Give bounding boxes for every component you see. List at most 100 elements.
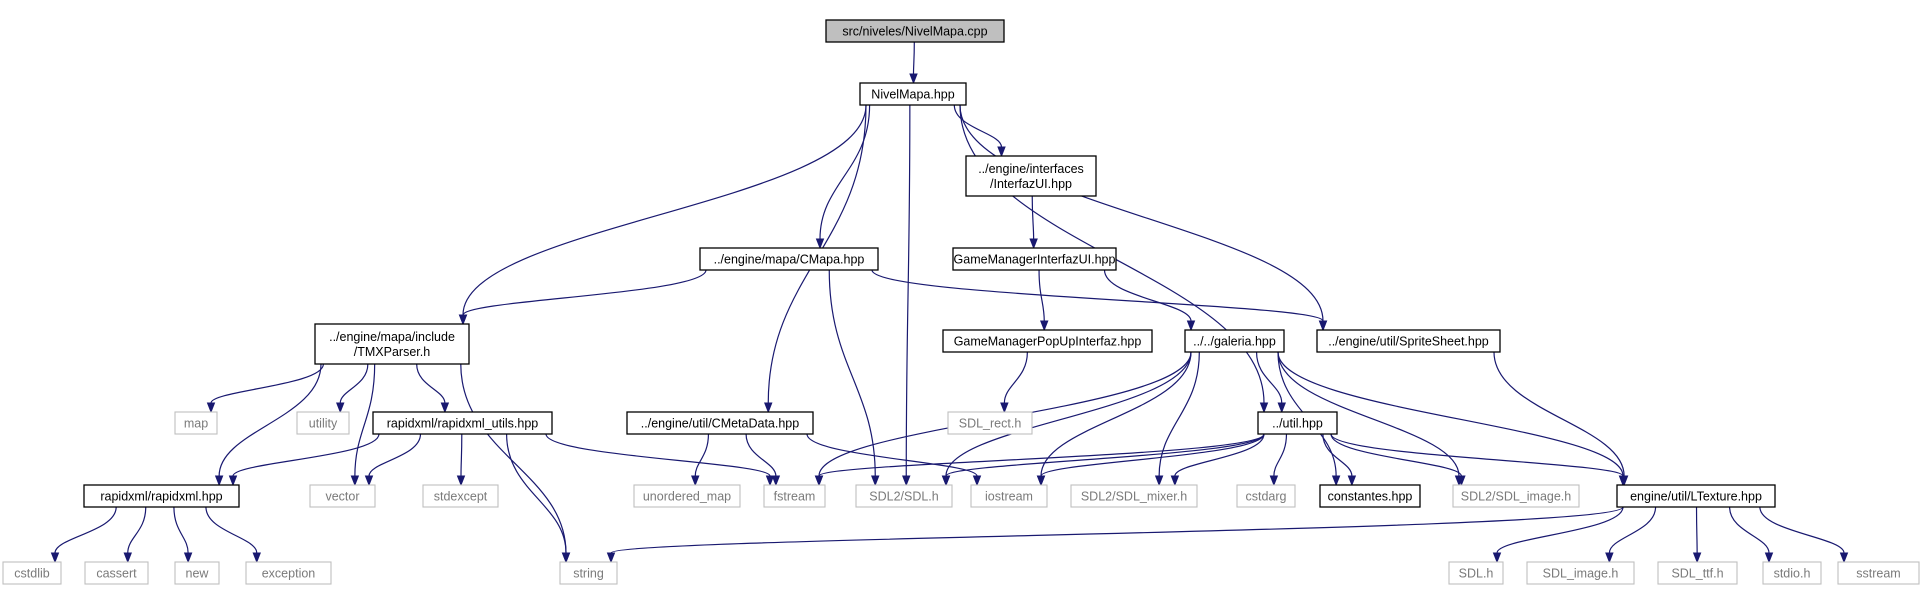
node-label: ../engine/mapa/include — [329, 330, 455, 344]
edge-arrowhead — [815, 238, 825, 250]
node-label: SDL_image.h — [1543, 567, 1619, 581]
edge-arrowhead — [765, 475, 775, 487]
node-sdl-image-h: SDL_image.h — [1526, 561, 1635, 585]
node-sstream: sstream — [1837, 561, 1920, 585]
edge-line — [1038, 269, 1045, 322]
node-label: SDL.h — [1459, 567, 1494, 581]
edge-line — [1174, 433, 1265, 477]
edge-line — [1759, 506, 1845, 554]
node-label: vector — [325, 490, 359, 504]
node-rapidxml[interactable]: rapidxml/rapidxml.hpp — [83, 484, 240, 508]
node-label: fstream — [774, 490, 816, 504]
edge-line — [1103, 269, 1192, 322]
node-cmapa[interactable]: ../engine/mapa/CMapa.hpp — [699, 247, 879, 271]
node-label: GameManagerPopUpInterfaz.hpp — [954, 335, 1142, 349]
node-label: SDL_rect.h — [959, 417, 1022, 431]
node-box — [309, 484, 376, 508]
node-label: cstdlib — [14, 567, 49, 581]
edge-line — [953, 104, 1003, 148]
node-box — [1319, 484, 1421, 508]
edge-rapidxml_utils-to-rapidxml — [228, 433, 380, 487]
edge-arrowhead — [1764, 552, 1774, 564]
node-spritesheet[interactable]: ../engine/util/SpriteSheet.hpp — [1316, 329, 1501, 353]
edge-interfazui-to-gmiui — [1029, 195, 1038, 250]
edge-line — [1608, 506, 1657, 554]
edge-arrowhead — [1259, 402, 1269, 414]
edge-arrowhead — [941, 475, 951, 487]
edge-arrowhead — [350, 475, 360, 487]
node-rapidxml-utils[interactable]: rapidxml/rapidxml_utils.hpp — [372, 411, 553, 435]
edge-line — [1496, 506, 1624, 554]
edge-line — [610, 506, 1624, 554]
node-galeria[interactable]: ../../galeria.hpp — [1184, 329, 1285, 353]
edge-arrowhead — [123, 552, 132, 564]
node-label: cstdarg — [1246, 490, 1287, 504]
edge-arrowhead — [456, 475, 466, 487]
node-label: new — [186, 567, 210, 581]
node-gmpopup[interactable]: GameManagerPopUpInterfaz.hpp — [942, 329, 1153, 353]
node-label: string — [573, 567, 604, 581]
edge-tmxparser-to-rapidxml_utils — [416, 363, 450, 414]
node-tmxparser[interactable]: ../engine/mapa/include/TMXParser.h — [314, 323, 470, 365]
edge-nivelmapa_hpp-to-tmxparser — [458, 104, 867, 326]
edge-line — [1277, 351, 1460, 477]
edge-line — [460, 433, 463, 477]
edge-arrowhead — [1318, 320, 1328, 332]
edge-arrowhead — [1029, 238, 1038, 250]
edge-line — [1273, 433, 1288, 477]
edge-cmetadata-to-unordered_map — [691, 433, 710, 487]
node-label: src/niveles/NivelMapa.cpp — [842, 25, 987, 39]
edge-arrowhead — [871, 475, 880, 487]
node-box — [859, 82, 967, 106]
node-box — [942, 329, 1153, 353]
node-constantes[interactable]: constantes.hpp — [1319, 484, 1421, 508]
edge-rapidxml-to-cstdlib — [50, 506, 117, 564]
edge-util-to-constantes — [1322, 433, 1357, 487]
node-nivelmapa-hpp[interactable]: NivelMapa.hpp — [859, 82, 967, 106]
node-label: ../engine/mapa/CMapa.hpp — [714, 253, 865, 267]
edge-line — [416, 363, 446, 404]
node-box — [855, 484, 953, 508]
edge-line — [1031, 195, 1035, 240]
node-box — [83, 484, 240, 508]
edge-ltexture-to-sdl_ttf — [1692, 506, 1702, 564]
node-root[interactable]: src/niveles/NivelMapa.cpp — [825, 19, 1005, 43]
edge-rapidxml-to-cassert — [123, 506, 147, 564]
edge-rapidxml_utils-to-fstream — [545, 433, 775, 487]
edge-cmapa-to-tmxparser — [458, 269, 707, 326]
node-util[interactable]: ../util.hpp — [1257, 411, 1338, 435]
node-sdl2-mixer: SDL2/SDL_mixer.h — [1070, 484, 1198, 508]
edge-line — [806, 433, 978, 477]
edge-arrowhead — [440, 402, 450, 414]
node-ltexture[interactable]: engine/util/LTexture.hpp — [1616, 484, 1776, 508]
node-cstdlib: cstdlib — [2, 561, 62, 585]
edge-line — [945, 351, 1192, 477]
edge-line — [1330, 433, 1624, 477]
edge-line — [694, 433, 710, 477]
node-interfazui[interactable]: ../engine/interfaces/InterfazUI.hpp — [965, 155, 1097, 197]
edge-line — [127, 506, 147, 554]
edge-arrowhead — [764, 402, 773, 414]
edge-line — [232, 433, 380, 477]
node-box — [559, 561, 618, 585]
node-box — [1316, 329, 1501, 353]
node-label: sstream — [1856, 567, 1900, 581]
node-gmiui[interactable]: GameManagerInterfazUI.hpp — [952, 247, 1117, 271]
node-box — [174, 411, 218, 435]
edge-util-to-cstdarg — [1269, 433, 1288, 487]
edge-galeria-to-sdl2_mixer — [1154, 351, 1200, 487]
edge-line — [210, 363, 324, 404]
edge-line — [368, 433, 422, 477]
edge-line — [460, 363, 567, 554]
edge-line — [945, 433, 1265, 477]
edge-nivelmapa_hpp-to-interfazui — [953, 104, 1006, 158]
node-map: map — [174, 411, 218, 435]
edge-arrowhead — [814, 475, 824, 487]
node-box — [372, 411, 553, 435]
edge-arrowhead — [909, 73, 918, 85]
node-cmetadata[interactable]: ../engine/util/CMetaData.hpp — [626, 411, 814, 435]
node-box — [1762, 561, 1822, 585]
node-box — [1236, 484, 1296, 508]
node-box — [626, 411, 814, 435]
